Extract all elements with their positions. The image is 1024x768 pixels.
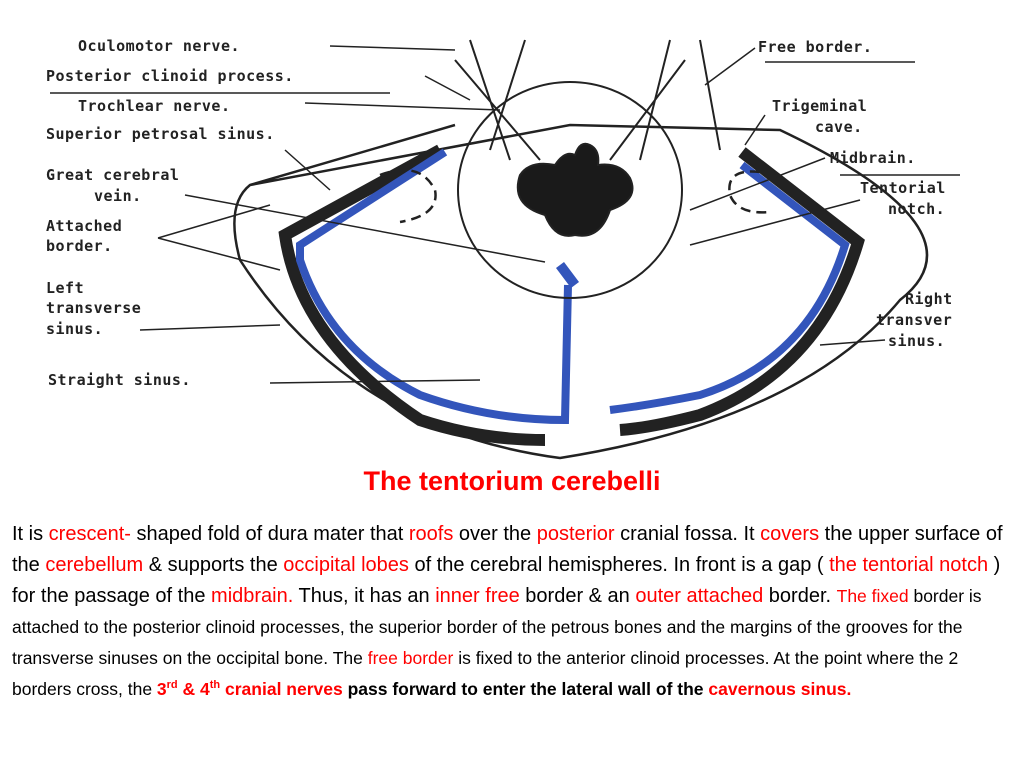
label-left-transverse-2: transverse <box>46 299 141 317</box>
label-right-transverse-2: transver <box>876 311 952 329</box>
text-run: occipital lobes <box>283 554 409 576</box>
text-run: is fixed to the anterior clinoid process… <box>12 648 959 699</box>
label-oculomotor: Oculomotor nerve. <box>78 37 240 55</box>
text-run: cerebellum <box>45 554 144 576</box>
text-run: cavernous sinus. <box>708 679 852 699</box>
text-run: border is attached to the posterior clin… <box>12 586 982 668</box>
description-text: It is crescent- shaped fold of dura mate… <box>12 519 1016 705</box>
text-run: the tentorial notch <box>829 554 989 576</box>
text-run: posterior <box>536 523 615 545</box>
text-run: th <box>209 679 221 692</box>
leader-lines <box>139 45 886 384</box>
text-run: & 4 <box>177 679 210 699</box>
text-run: It is <box>12 523 49 545</box>
text-run: rd <box>166 679 178 692</box>
text-run: covers <box>760 523 820 545</box>
text-run: The fixed <box>836 586 909 606</box>
right-transverse-sinus <box>609 161 850 414</box>
label-tentorial-notch-2: notch. <box>888 200 945 218</box>
left-trigeminal-dash <box>379 168 437 224</box>
label-posterior-clinoid: Posterior clinoid process. <box>46 67 294 85</box>
text-run: cranial fossa. It <box>614 523 761 545</box>
text-run: border. <box>763 585 837 607</box>
midbrain-shape <box>516 142 634 237</box>
left-transverse-sinus <box>296 148 572 425</box>
text-run: inner free <box>435 585 520 607</box>
text-run: & supports the <box>143 554 284 576</box>
text-run: ) for the passage of the <box>12 554 1001 607</box>
tentorial-notch <box>457 81 683 299</box>
text-run: 3 <box>156 679 167 699</box>
label-great-cerebral-2: vein. <box>94 187 142 205</box>
tentorium-diagram: Oculomotor nerve. Posterior clinoid proc… <box>46 37 960 460</box>
text-run: cranial nerves <box>220 679 343 699</box>
label-trochlear: Trochlear nerve. <box>78 97 231 115</box>
label-left-transverse-1: Left <box>46 279 84 297</box>
label-left-transverse-3: sinus. <box>46 320 103 338</box>
right-trigeminal-dash <box>728 170 771 214</box>
text-run: of the cerebral hemispheres. In front is… <box>408 554 830 576</box>
description-large: It is crescent- shaped fold of dura mate… <box>12 519 1016 705</box>
label-right-transverse-3: sinus. <box>888 332 945 350</box>
left-nerve-lines <box>454 39 541 161</box>
label-superior-petrosal: Superior petrosal sinus. <box>46 125 275 143</box>
label-attached-2: border. <box>46 237 113 255</box>
text-run: crescent- <box>48 523 131 545</box>
label-attached-1: Attached <box>46 217 122 235</box>
text-run: roofs <box>408 523 454 545</box>
text-run: the upper surface of the <box>12 523 1003 576</box>
text-run: outer attached <box>635 585 764 607</box>
text-run: border & an <box>519 585 636 607</box>
straight-sinus <box>556 262 579 288</box>
label-tentorial-notch-1: Tentorial <box>860 179 946 197</box>
label-free-border: Free border. <box>758 38 872 56</box>
label-right-transverse-1: Right <box>905 290 953 308</box>
label-midbrain: Midbrain. <box>830 149 916 167</box>
label-trigeminal-2: cave. <box>815 118 863 136</box>
label-straight-sinus: Straight sinus. <box>48 371 191 389</box>
right-nerve-lines <box>609 39 721 161</box>
label-great-cerebral-1: Great cerebral <box>46 166 179 184</box>
left-attached-border <box>278 144 546 446</box>
label-trigeminal-1: Trigeminal <box>772 97 867 115</box>
text-run: pass forward to enter the lateral wall o… <box>342 679 709 699</box>
text-run: Thus, it has an <box>293 585 436 607</box>
text-run: shaped fold of dura mater that <box>130 523 409 545</box>
text-run: free border <box>367 648 454 668</box>
text-run: midbrain. <box>211 585 294 607</box>
page-title: The tentorium cerebelli <box>363 466 661 496</box>
right-attached-border <box>619 147 865 436</box>
text-run: over the <box>453 523 537 545</box>
